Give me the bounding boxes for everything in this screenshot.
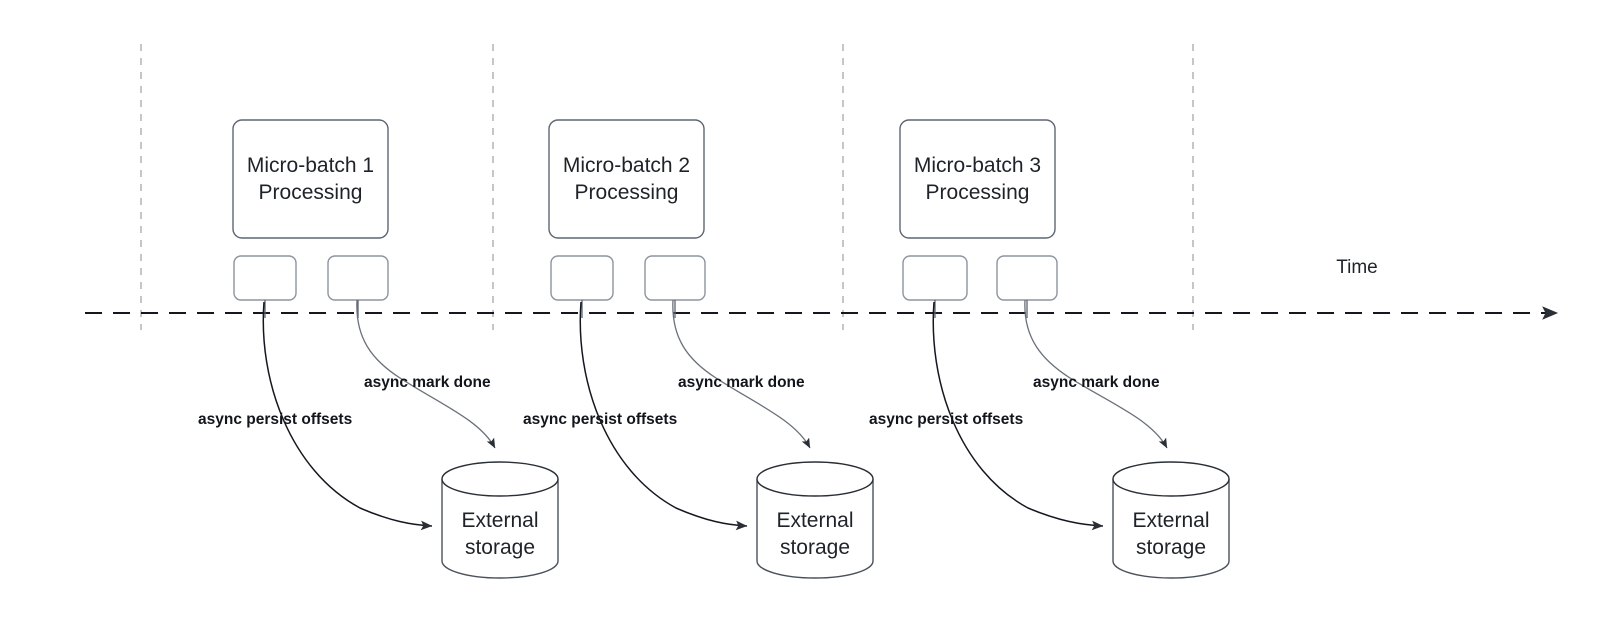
micro-batch-1-label-line1: Micro-batch 1 (247, 154, 374, 177)
tick-box-2a[interactable] (550, 255, 614, 301)
external-storage-2-top (756, 461, 874, 497)
external-storage-3[interactable]: External storage (1112, 461, 1230, 579)
external-storage-3-body (1112, 479, 1230, 579)
async-mark-done-1-label: async mark done (364, 374, 491, 391)
micro-batch-1-group: Micro-batch 1 Processing async persist o… (198, 119, 559, 579)
tick-box-1a[interactable] (233, 255, 297, 301)
external-storage-1[interactable]: External storage (441, 461, 559, 579)
micro-batch-2-label-line1: Micro-batch 2 (563, 154, 690, 177)
micro-batch-1-label-line2: Processing (259, 181, 363, 204)
external-storage-1-body (441, 479, 559, 579)
time-axis-label: Time (1336, 257, 1378, 278)
external-storage-2[interactable]: External storage (756, 461, 874, 579)
external-storage-3-label-line1: External (1132, 509, 1209, 532)
async-mark-done-2-arrow (672, 299, 811, 449)
external-storage-3-label-line2: storage (1136, 536, 1206, 559)
micro-batch-1-box[interactable] (232, 119, 389, 239)
time-axis: Time (85, 257, 1559, 320)
micro-batch-3-group: Micro-batch 3 Processing async persist o… (869, 119, 1230, 579)
tick-box-3a[interactable] (902, 255, 968, 301)
async-persist-offsets-1-label: async persist offsets (198, 411, 352, 428)
boundary-lines (140, 44, 1194, 330)
external-storage-2-body (756, 479, 874, 579)
async-mark-done-3-arrow (1024, 299, 1168, 449)
tick-box-3b[interactable] (996, 255, 1058, 301)
async-mark-done-2-label: async mark done (678, 374, 805, 391)
external-storage-3-top (1112, 461, 1230, 497)
micro-batch-2-label-line2: Processing (575, 181, 679, 204)
async-mark-done-3-label: async mark done (1033, 374, 1160, 391)
external-storage-1-label-line1: External (461, 509, 538, 532)
external-storage-2-label-line2: storage (780, 536, 850, 559)
async-persist-offsets-3-arrow (932, 301, 1104, 531)
external-storage-1-top (441, 461, 559, 497)
external-storage-1-label-line2: storage (465, 536, 535, 559)
micro-batch-3-box[interactable] (899, 119, 1056, 239)
micro-batch-2-box[interactable] (548, 119, 705, 239)
async-persist-offsets-2-arrow (579, 301, 748, 531)
external-storage-2-label-line1: External (776, 509, 853, 532)
micro-batch-2-group: Micro-batch 2 Processing async persist o… (523, 119, 874, 579)
tick-box-2b[interactable] (644, 255, 706, 301)
async-persist-offsets-3-label: async persist offsets (869, 411, 1023, 428)
async-mark-done-1-arrow (356, 299, 496, 449)
micro-batch-3-label-line2: Processing (926, 181, 1030, 204)
micro-batch-3-label-line1: Micro-batch 3 (914, 154, 1041, 177)
async-persist-offsets-2-label: async persist offsets (523, 411, 677, 428)
tick-box-1b[interactable] (327, 255, 389, 301)
async-persist-offsets-1-arrow (262, 301, 433, 531)
